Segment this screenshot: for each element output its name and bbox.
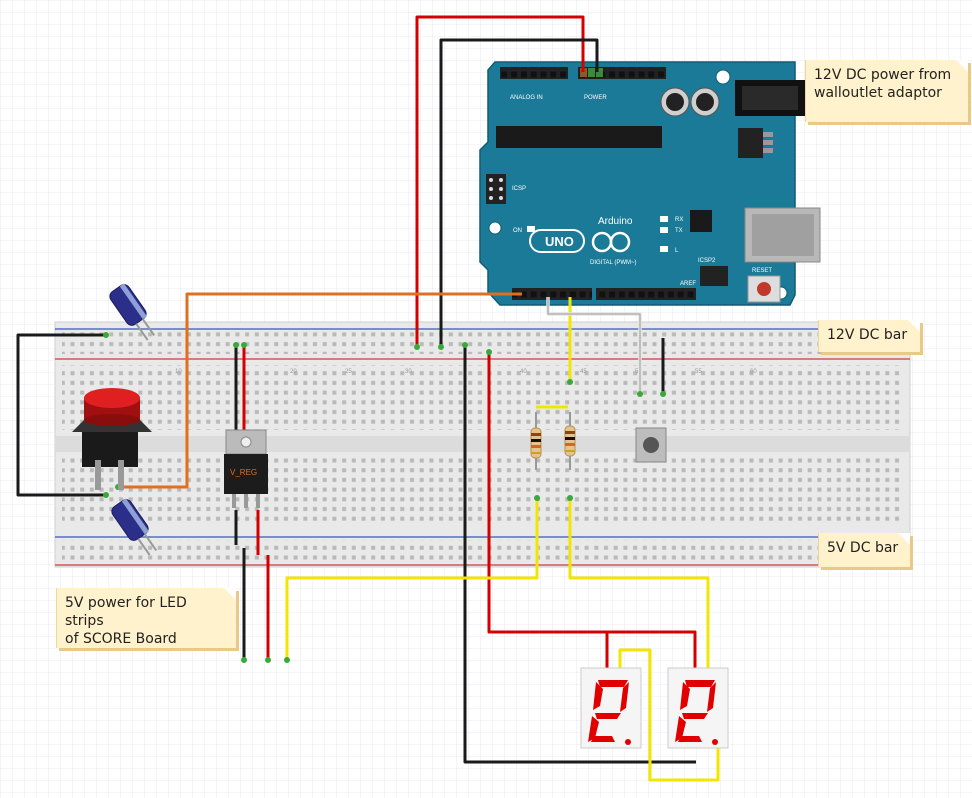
breadboard: 10 20 25 30 40 45 50 55 60	[54, 321, 911, 568]
reset-button[interactable]	[747, 275, 781, 303]
wire-black-display-gnd	[463, 343, 696, 764]
resistor-2	[564, 412, 576, 470]
seven-segment-display-2	[667, 667, 729, 749]
column-number: 20	[290, 369, 297, 375]
mounting-hole	[715, 69, 731, 85]
arduino-brand: Arduino	[598, 216, 633, 227]
wire-black-left-loop	[16, 333, 106, 497]
atmega-chip	[496, 126, 662, 148]
note-5v-dc-bar-text: 5V DC bar	[827, 540, 899, 556]
column-number: 55	[695, 369, 702, 375]
column-number: 10	[175, 369, 182, 375]
tx-label: TX	[675, 228, 683, 234]
note-5v-dc-bar: 5V DC bar	[818, 533, 910, 567]
column-number: 60	[750, 369, 757, 375]
regulator-label: V_REG	[230, 468, 257, 477]
wire-yellow-display-a	[618, 648, 720, 782]
uno-logo-text: UNO	[545, 234, 574, 249]
wire-yellow-led-signal	[285, 500, 539, 660]
wire-yellow-display-b	[568, 500, 710, 670]
voltage-regulator: V_REG	[224, 429, 268, 508]
seven-segment-display-1	[580, 667, 642, 749]
capacitor-top	[109, 283, 156, 341]
icsp2-label: ICSP2	[698, 258, 716, 264]
arcade-push-button[interactable]	[72, 388, 152, 490]
aref-label: AREF	[680, 281, 696, 287]
bottom-power-rail-holes	[62, 540, 902, 562]
center-channel	[55, 436, 910, 452]
wire-black-gnd	[439, 38, 599, 345]
note-12v-dc-bar: 12V DC bar	[818, 320, 920, 352]
resistor-1	[530, 412, 542, 470]
column-number: 30	[405, 369, 412, 375]
wire-endpoints	[103, 332, 666, 663]
note-led-power: 5V power for LED strips of SCORE Board	[56, 588, 236, 648]
power-label: POWER	[584, 95, 607, 101]
note-12v-power-text: 12V DC power from walloutlet adaptor	[814, 67, 952, 101]
column-number: 45	[580, 369, 587, 375]
on-label: ON	[513, 228, 522, 234]
column-number: 40	[520, 369, 527, 375]
usb-chip	[690, 210, 712, 232]
wire-orange-button	[118, 292, 522, 489]
board-regulator	[738, 128, 763, 158]
rx-label: RX	[675, 217, 683, 223]
note-12v-power: 12V DC power from walloutlet adaptor	[805, 60, 968, 122]
terminal-holes-upper	[62, 365, 902, 430]
note-12v-dc-bar-text: 12V DC bar	[827, 327, 908, 343]
note-led-power-text: 5V power for LED strips of SCORE Board	[65, 595, 187, 647]
reset-label: RESET	[752, 268, 772, 274]
wire-red-display-2	[607, 630, 697, 670]
l-label: L	[675, 248, 679, 254]
icsp2-header	[700, 266, 728, 286]
terminal-holes-lower	[62, 456, 902, 521]
column-number: 25	[345, 369, 352, 375]
digital-label: DIGITAL (PWM~)	[590, 260, 637, 266]
wires	[16, 15, 720, 782]
icsp-label: ICSP	[512, 186, 526, 192]
tactile-pushbutton[interactable]	[635, 427, 667, 463]
wire-red-vin	[415, 15, 585, 345]
arduino-uno-board: ANALOG IN POWER ICSP ON UNO Arduino RX	[479, 61, 821, 306]
top-power-rail-holes	[62, 332, 902, 354]
on-led	[527, 226, 535, 232]
analog-in-label: ANALOG IN	[510, 95, 543, 101]
capacitor-bottom	[111, 498, 158, 556]
uno-logo-frame	[529, 229, 585, 253]
mounting-hole	[488, 221, 502, 235]
wire-red-display-1	[487, 350, 609, 670]
reset-button-cap[interactable]	[757, 282, 771, 296]
